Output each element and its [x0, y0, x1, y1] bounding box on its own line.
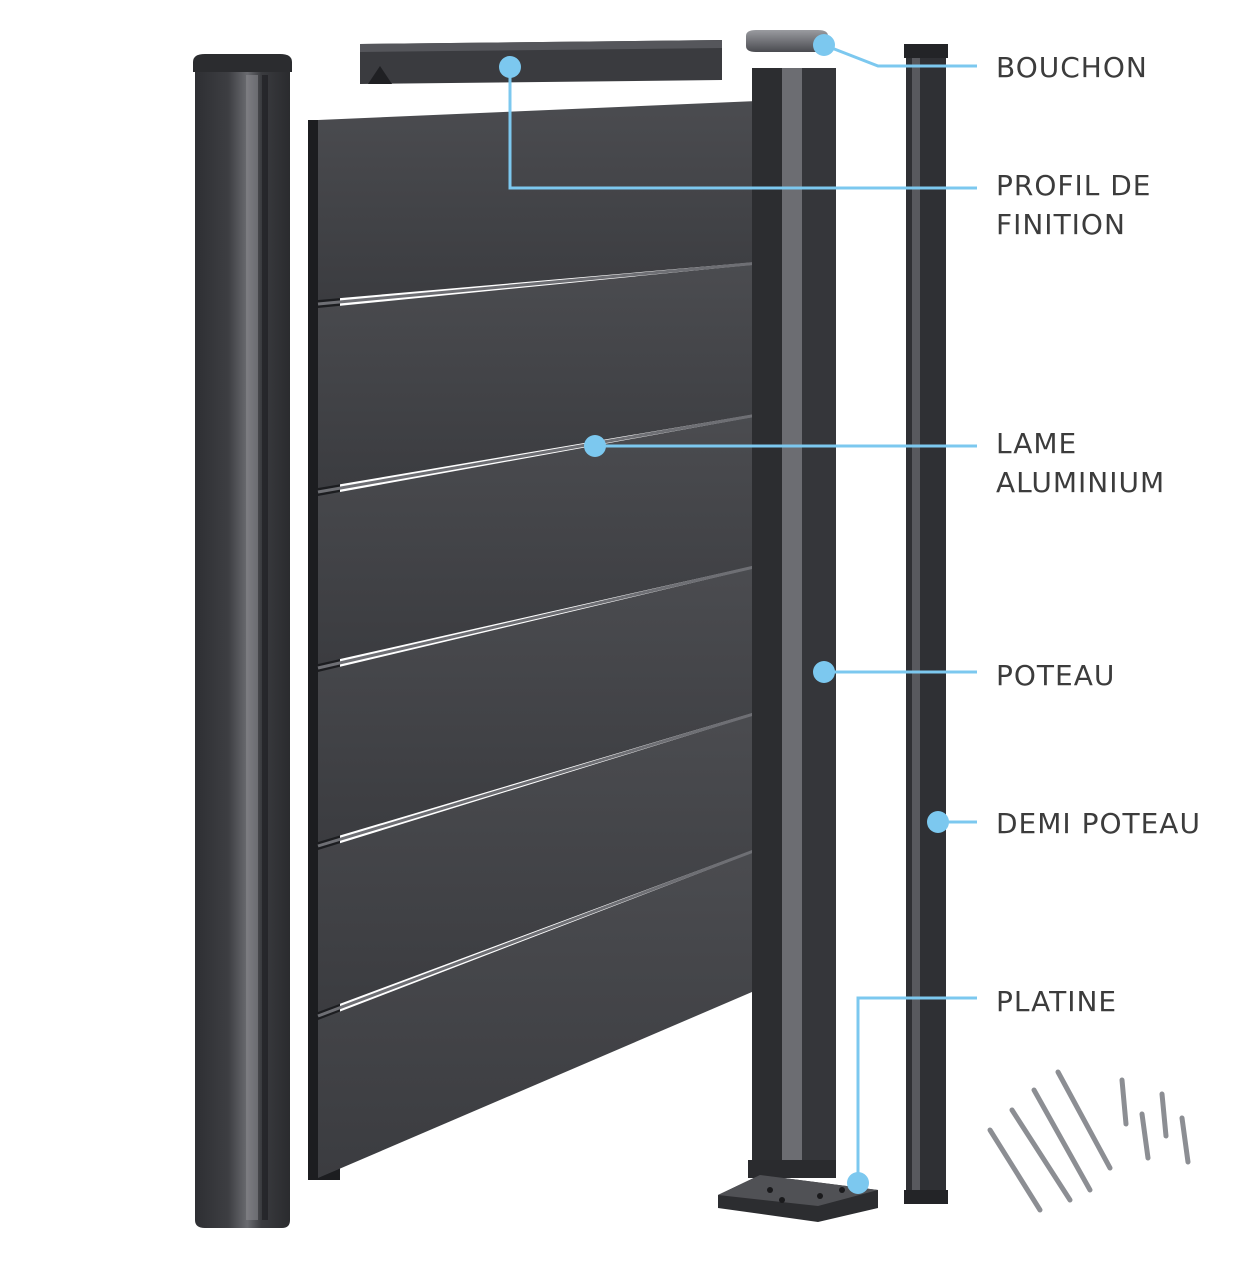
label-lame-line-1: LAME: [996, 427, 1078, 460]
callouts: [508, 43, 977, 1183]
slat-5: [318, 707, 780, 1012]
callout-line-bouchon: [823, 43, 977, 68]
slat-6: [318, 842, 780, 1178]
callout-dots: [499, 34, 949, 1194]
label-poteau: POTEAU: [996, 656, 1115, 695]
finishing-profile: [360, 40, 722, 84]
callout-line-profil: [508, 67, 977, 190]
label-lame-line-2: ALUMINIUM: [996, 466, 1166, 499]
label-poteau-text: POTEAU: [996, 659, 1116, 692]
label-platine-text: PLATINE: [996, 985, 1118, 1018]
label-demi-poteau: DEMI POTEAU: [996, 804, 1201, 843]
callout-dot-lame: [584, 435, 606, 457]
callout-dot-profil: [499, 56, 521, 78]
slat-4: [318, 562, 780, 842]
base-plate: [718, 1175, 878, 1222]
callout-dot-demi-poteau: [927, 811, 949, 833]
callout-dot-bouchon: [813, 34, 835, 56]
half-post: [904, 44, 948, 1204]
label-demi-poteau-text: DEMI POTEAU: [996, 807, 1201, 840]
callout-line-platine: [856, 996, 977, 1183]
slat-2: [318, 262, 780, 488]
slat-1: [318, 100, 780, 300]
label-profil-line-2: FINITION: [996, 208, 1126, 241]
label-bouchon-text: BOUCHON: [996, 51, 1148, 84]
label-profil-de-finition: PROFIL DE FINITION: [996, 166, 1152, 244]
callout-dot-poteau: [813, 661, 835, 683]
post: [748, 68, 836, 1178]
aluminium-slats: [308, 100, 781, 1180]
label-profil-line-1: PROFIL DE: [996, 169, 1152, 202]
callout-dot-platine: [847, 1172, 869, 1194]
label-platine: PLATINE: [996, 982, 1117, 1021]
screws: [1119, 1077, 1191, 1165]
slat-3: [318, 412, 780, 664]
label-lame-aluminium: LAME ALUMINIUM: [996, 424, 1165, 502]
anchor-bolts: [987, 1069, 1113, 1213]
label-bouchon: BOUCHON: [996, 48, 1148, 87]
cap: [746, 30, 828, 52]
left-post: [193, 54, 292, 1228]
